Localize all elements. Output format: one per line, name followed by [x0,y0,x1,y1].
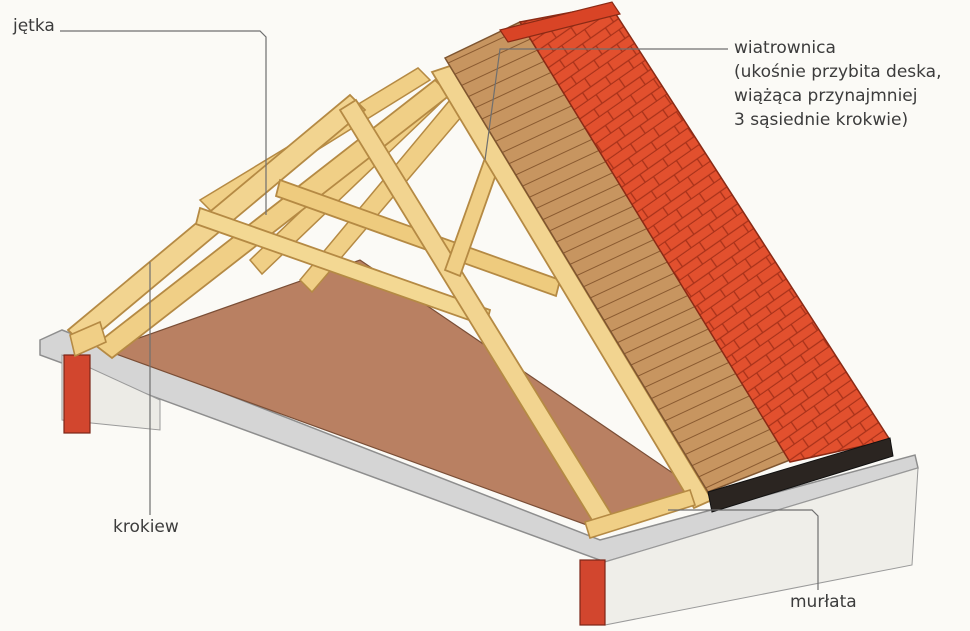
label-murlata: murłata [790,592,857,612]
ridge-tiles [499,1,621,43]
wall-plate-left [69,320,107,358]
leader-wiatrownica [484,48,728,161]
eaves-board [707,437,894,513]
label-wiatrownica: wiatrownica (ukośnie przybita deska, wią… [734,36,942,132]
leader-jetka [60,30,267,215]
label-krokiew: krokiew [113,517,179,537]
brick-pillar-right [579,559,606,626]
leader-murlata [668,509,819,590]
label-wiatrownica-line-3: wiążąca przynajmniej [734,86,918,106]
label-wiatrownica-line-4: 3 sąsiednie krokwie) [734,110,909,130]
label-wiatrownica-line-2: (ukośnie przybita deska, [734,62,942,82]
wall-plate [583,489,697,540]
brick-pillar-left [63,354,91,434]
label-jetka: jętka [13,16,55,36]
label-wiatrownica-line-1: wiatrownica [734,38,836,58]
